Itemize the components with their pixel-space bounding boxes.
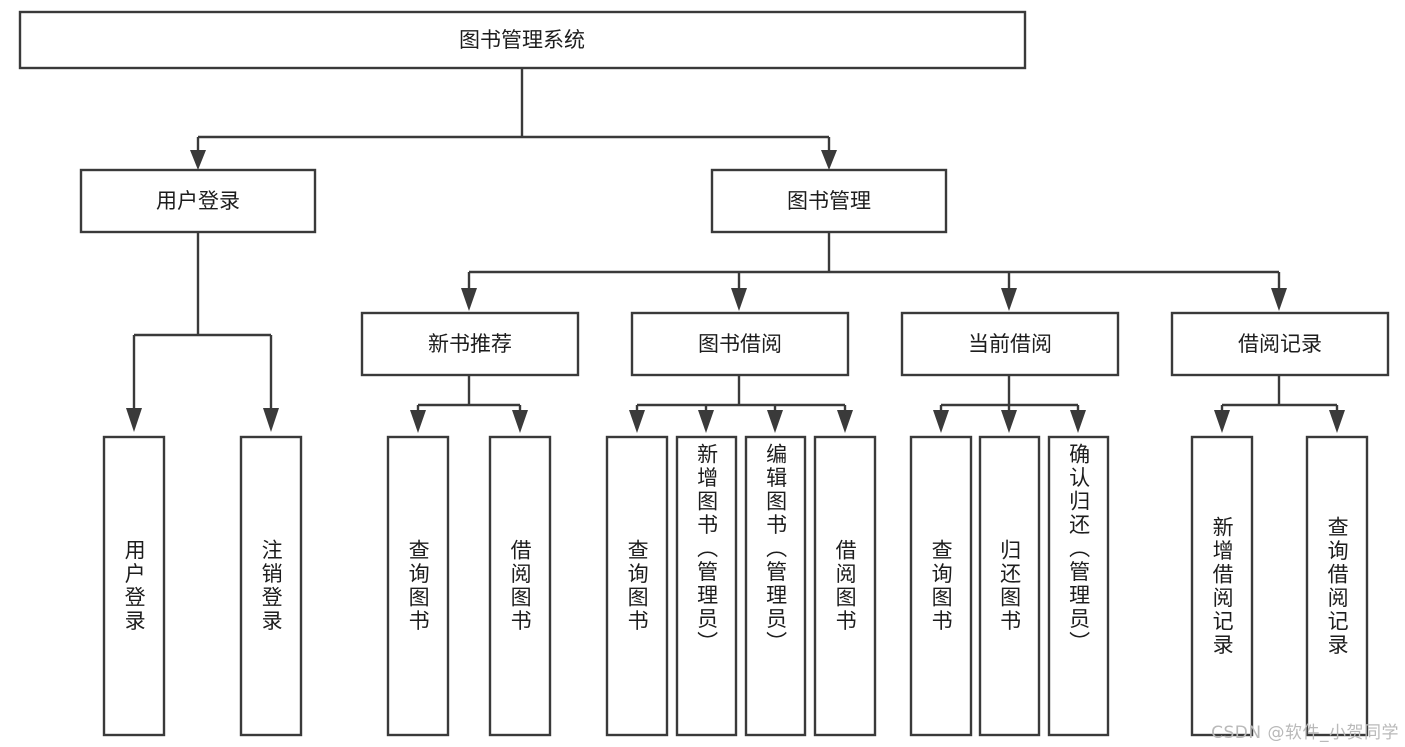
- node-new-book-recommend-box[interactable]: [360, 311, 580, 377]
- arrow-head-leaf-borrow-book-1: [512, 410, 528, 433]
- node-current-borrow-box[interactable]: [900, 311, 1120, 377]
- node-user-login-label: 用户登录: [156, 189, 240, 213]
- arrow-head-user-login: [190, 150, 206, 170]
- arrow-head-borrow-record: [1271, 288, 1287, 311]
- node-borrow-record-label: 借阅记录: [1238, 332, 1322, 356]
- node-new-book-recommend-label: 新书推荐: [428, 332, 512, 356]
- arrow-head-leaf-add-book: [698, 410, 714, 433]
- node-leaf-query-book-2-box[interactable]: [605, 435, 669, 737]
- node-leaf-add-book-box[interactable]: [675, 435, 738, 737]
- arrow-head-leaf-query-book-2: [629, 410, 645, 433]
- node-current-borrow-label: 当前借阅: [968, 332, 1052, 356]
- edge-layer: [126, 68, 1345, 433]
- node-book-borrow[interactable]: 图书借阅: [630, 311, 850, 377]
- node-book-borrow-box[interactable]: [630, 311, 850, 377]
- arrow-head-book-borrow: [731, 288, 747, 311]
- arrow-head-leaf-edit-book: [767, 410, 783, 433]
- node-user-login[interactable]: 用户登录: [79, 168, 317, 234]
- node-leaf-borrow-book-1-box[interactable]: [488, 435, 552, 737]
- node-leaf-borrow-book-2-box[interactable]: [813, 435, 877, 737]
- node-borrow-record[interactable]: 借阅记录: [1170, 311, 1390, 377]
- node-leaf-add-record-box[interactable]: [1190, 435, 1254, 737]
- arrow-head-leaf-add-record: [1214, 410, 1230, 433]
- arrow-head-book-manage: [821, 150, 837, 170]
- node-borrow-record-box[interactable]: [1170, 311, 1390, 377]
- node-book-borrow-label: 图书借阅: [698, 332, 782, 356]
- node-leaf-edit-book-box[interactable]: [744, 435, 807, 737]
- node-book-manage-label: 图书管理: [787, 189, 871, 213]
- csdn-watermark: CSDN @软件_小贺同学: [1211, 723, 1399, 743]
- arrow-head-leaf-return-book: [1001, 410, 1017, 433]
- node-leaf-query-record-box[interactable]: [1305, 435, 1369, 737]
- node-leaf-confirm-return-box[interactable]: [1047, 435, 1110, 737]
- arrow-head-new-book-recommend: [461, 288, 477, 311]
- arrow-head-leaf-logout-login: [263, 408, 279, 432]
- node-leaf-user-login-box[interactable]: [102, 435, 166, 737]
- node-book-manage[interactable]: 图书管理: [710, 168, 948, 234]
- arrow-head-leaf-query-book-1: [410, 410, 426, 433]
- node-new-book-recommend[interactable]: 新书推荐: [360, 311, 580, 377]
- arrow-head-leaf-borrow-book-2: [837, 410, 853, 433]
- node-root[interactable]: 图书管理系统: [18, 10, 1027, 70]
- node-current-borrow[interactable]: 当前借阅: [900, 311, 1120, 377]
- node-leaf-return-book-box[interactable]: [978, 435, 1041, 737]
- arrow-head-leaf-user-login: [126, 408, 142, 432]
- node-leaf-logout-login-box[interactable]: [239, 435, 303, 737]
- node-root-label: 图书管理系统: [459, 28, 585, 52]
- arrow-head-leaf-query-book-3: [933, 410, 949, 433]
- node-root-box[interactable]: [18, 10, 1027, 70]
- node-user-login-box[interactable]: [79, 168, 317, 234]
- node-leaf-query-book-3-box[interactable]: [909, 435, 973, 737]
- node-book-manage-box[interactable]: [710, 168, 948, 234]
- arrow-head-leaf-query-record: [1329, 410, 1345, 433]
- arrow-head-current-borrow: [1001, 288, 1017, 311]
- node-leaf-query-book-1-box[interactable]: [386, 435, 450, 737]
- node-layer: 图书管理系统 用户登录 图书管理 新书推荐 图书借阅 当前借阅 借阅记录: [18, 10, 1390, 737]
- arrow-head-leaf-confirm-return: [1070, 410, 1086, 433]
